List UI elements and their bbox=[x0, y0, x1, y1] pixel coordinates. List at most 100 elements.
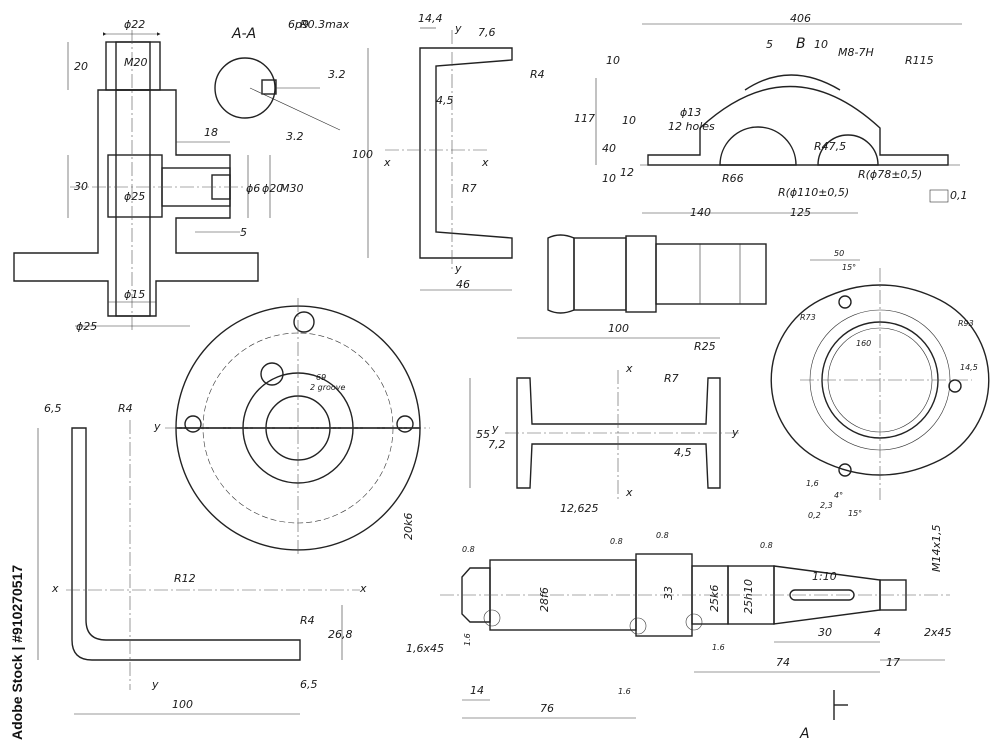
fitting-label-2: 20 bbox=[74, 60, 88, 73]
i-beam-label-2: x bbox=[625, 362, 633, 375]
section-aa-label-1: R0.3max bbox=[300, 18, 350, 31]
flange-label-7: 15° bbox=[848, 509, 862, 518]
shaft-label-19: 14 bbox=[470, 684, 484, 697]
housing-label-6: 10 bbox=[606, 54, 620, 67]
channel-profile-view: 14,4 y 7,6 R4 100 4,5 x x R7 y 46 bbox=[352, 12, 545, 291]
fitting-label-11: ϕ25 bbox=[76, 320, 97, 333]
housing-label-7: 117 bbox=[574, 112, 595, 125]
flange-label-5: 14,5 bbox=[960, 363, 978, 372]
angle-label-10: 100 bbox=[172, 698, 193, 711]
housing-label-10: 12 holes bbox=[668, 120, 715, 133]
shaft-label-13: 1.6 bbox=[712, 643, 725, 652]
fitting-label-8: M30 bbox=[280, 182, 304, 195]
i-beam-label-10: 12,625 bbox=[560, 502, 599, 515]
housing-label-5: R115 bbox=[905, 54, 934, 67]
angle-label-7: 26,8 bbox=[328, 628, 353, 641]
shaft-label-2: 0.8 bbox=[610, 537, 623, 546]
channel-label-2: 7,6 bbox=[478, 26, 496, 39]
i-beam-label-9: x bbox=[625, 486, 633, 499]
housing-label-20: 125 bbox=[790, 206, 811, 219]
shaft-label-22: A bbox=[799, 726, 810, 742]
fitting-label-9: 5 bbox=[240, 226, 247, 239]
i-beam-label-8: 4,5 bbox=[674, 446, 692, 459]
housing-label-19: 140 bbox=[690, 206, 711, 219]
shaft-label-4: 0.8 bbox=[760, 541, 773, 550]
housing-label-3: 10 bbox=[814, 38, 828, 51]
shaft-label-7: 33 bbox=[662, 586, 675, 600]
section-aa-label-0: 6p9 bbox=[288, 18, 309, 31]
housing-label-4: M8-7H bbox=[838, 46, 874, 59]
housing-label-2: 5 bbox=[766, 38, 773, 51]
i-beam-label-5: y bbox=[491, 422, 499, 435]
shaft-label-16: 2x45 bbox=[924, 626, 952, 639]
fitting-label-4: ϕ25 bbox=[124, 190, 145, 203]
channel-label-9: y bbox=[454, 262, 462, 275]
angle-label-8: 6,5 bbox=[300, 678, 318, 691]
fitting-label-10: ϕ15 bbox=[124, 288, 145, 301]
i-beam-label-4: 55 bbox=[476, 428, 490, 441]
shaft-label-12: 1.6 bbox=[463, 633, 472, 646]
flange-label-0: 50 bbox=[834, 249, 844, 258]
shaft-label-3: 0.8 bbox=[656, 531, 669, 540]
fitting-section-view: ϕ22 M20 20 30 ϕ25 18 ϕ6 ϕ20 M30 5 ϕ15 ϕ2… bbox=[13, 18, 304, 333]
housing-label-16: R(ϕ110±0,5) bbox=[778, 186, 849, 199]
shaft-label-15: 4 bbox=[874, 626, 881, 639]
section-aa-title: A-A bbox=[231, 26, 256, 42]
section-aa-label-3: 3.2 bbox=[286, 130, 304, 143]
housing-label-14: R47,5 bbox=[814, 140, 846, 153]
i-beam-label-6: 7,2 bbox=[488, 438, 506, 451]
shaft-view: 20k6 0.8 0.8 0.8 0.8 M14x1,5 28f6 33 25k… bbox=[402, 513, 952, 742]
shaft-label-1: 0.8 bbox=[462, 545, 475, 554]
shaft-label-14: 30 bbox=[818, 626, 832, 639]
fitting-label-1: M20 bbox=[124, 56, 148, 69]
pipe-fitting-view bbox=[547, 234, 767, 314]
flange-ring-view: 50 15° R73 R93 160 14,5 1,6 15° 0,2 2,3 … bbox=[770, 249, 990, 520]
i-beam-label-7: y bbox=[731, 426, 739, 439]
housing-label-13: 10 bbox=[602, 172, 616, 185]
housing-label-18: 0,1 bbox=[950, 189, 968, 202]
housing-label-15: R66 bbox=[722, 172, 744, 185]
i-beam-label-1: R25 bbox=[694, 340, 716, 353]
angle-label-3: R12 bbox=[174, 572, 196, 585]
flange-label-3: R93 bbox=[958, 319, 974, 328]
shaft-label-17: 74 bbox=[776, 656, 790, 669]
channel-label-1: y bbox=[454, 22, 462, 35]
angle-label-1: R4 bbox=[118, 402, 133, 415]
fitting-label-7: ϕ20 bbox=[262, 182, 283, 195]
shaft-label-8: 25k6 bbox=[708, 585, 721, 612]
housing-label-8: 10 bbox=[622, 114, 636, 127]
disc-section-view: 69 2 groove bbox=[165, 298, 430, 555]
disc-label-1: 2 groove bbox=[310, 383, 346, 392]
housing-label-17: R(ϕ78±0,5) bbox=[858, 168, 922, 181]
fitting-label-3: 30 bbox=[74, 180, 88, 193]
shaft-label-0: 20k6 bbox=[402, 513, 415, 540]
shaft-label-5: M14x1,5 bbox=[930, 525, 943, 573]
shaft-label-18: 17 bbox=[886, 656, 900, 669]
fitting-label-0: ϕ22 bbox=[124, 18, 145, 31]
i-beam-label-3: R7 bbox=[664, 372, 679, 385]
housing-label-12: 12 bbox=[620, 166, 634, 179]
shaft-label-10: 1:10 bbox=[812, 570, 837, 583]
section-aa-view: A-A 6p9 R0.3max 3.2 3.2 bbox=[214, 18, 350, 143]
angle-label-0: 6,5 bbox=[44, 402, 62, 415]
i-beam-label-0: 100 bbox=[608, 322, 629, 335]
angle-label-6: R4 bbox=[300, 614, 315, 627]
angle-label-5: x bbox=[359, 582, 367, 595]
angle-label-9: y bbox=[151, 678, 159, 691]
channel-label-7: x bbox=[481, 156, 489, 169]
angle-label-4: x bbox=[51, 582, 59, 595]
i-beam-profile-view: 100 R25 x R7 55 y 7,2 y 4,5 x 12,625 bbox=[469, 322, 740, 515]
angle-label-2: y bbox=[153, 420, 161, 433]
shaft-label-20: 1.6 bbox=[618, 687, 631, 696]
stock-side-text: Adobe Stock | #910270517 bbox=[9, 565, 25, 740]
flange-label-1: 15° bbox=[842, 263, 856, 272]
housing-label-11: 40 bbox=[602, 142, 616, 155]
fitting-label-6: ϕ6 bbox=[246, 182, 260, 195]
housing-section-view: 406 B 5 10 M8-7H R115 10 117 10 ϕ13 12 h… bbox=[574, 12, 968, 219]
flange-label-9: 2,3 bbox=[820, 501, 833, 510]
flange-label-10: 4° bbox=[834, 491, 843, 500]
channel-label-0: 14,4 bbox=[418, 12, 443, 25]
shaft-label-21: 76 bbox=[540, 702, 554, 715]
housing-label-9: ϕ13 bbox=[680, 106, 701, 119]
